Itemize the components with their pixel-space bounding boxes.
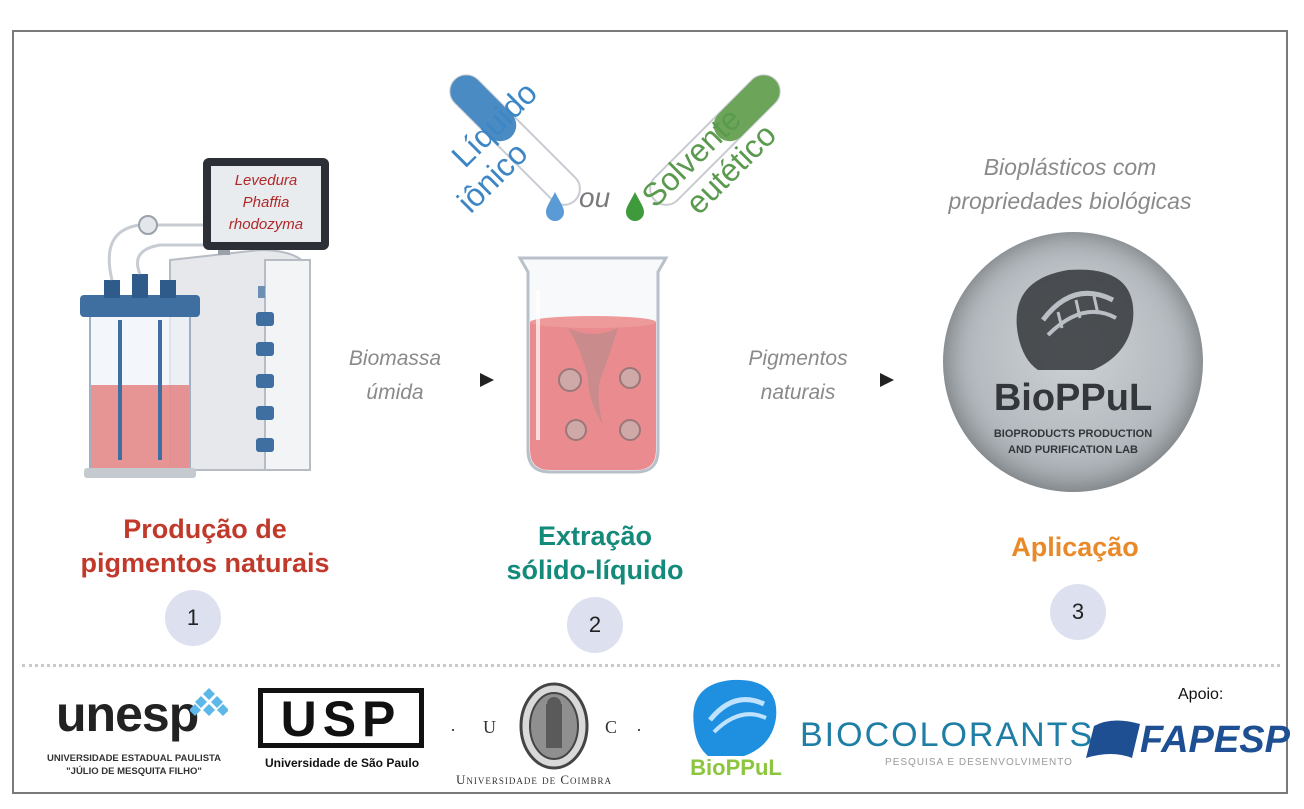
flow-label-line: naturais xyxy=(760,381,836,404)
stage-3-number-badge: 3 xyxy=(1050,584,1106,640)
fapesp-logo-name: FAPESP xyxy=(1140,719,1290,761)
bioppul-logo-name: BioPPuL xyxy=(690,755,782,780)
disc-logo-line: BIOPRODUCTS PRODUCTION xyxy=(993,428,1153,440)
biocolorants-logo-name: BIOCOLORANTS xyxy=(800,716,1095,754)
flow-arrow-2 xyxy=(694,373,894,387)
stage-3-title-line1: Aplicação xyxy=(1011,532,1139,562)
flow-label-line: Pigmentos xyxy=(748,347,848,370)
application-caption-line: propriedades biológicas xyxy=(948,188,1192,214)
biocolorants-logo-subtitle: PESQUISA E DESENVOLVIMENTO xyxy=(885,757,1073,768)
usp-logo-frame: USP xyxy=(258,688,424,748)
monitor-line: Phaffia xyxy=(242,194,290,211)
solvent-tubes xyxy=(449,74,781,221)
coimbra-dot-left: · xyxy=(450,720,456,740)
disc-logo-line: AND PURIFICATION LAB xyxy=(1008,444,1138,456)
application-caption: Bioplásticos com propriedades biológicas xyxy=(920,150,1220,218)
coimbra-dot-right: · xyxy=(636,720,642,740)
stage-2-title-line2: sólido-líquido xyxy=(506,555,684,585)
stage-2-title: Extração sólido-líquido xyxy=(450,519,740,587)
unesp-subtitle-line: "JÚLIO DE MESQUITA FILHO" xyxy=(66,766,202,777)
coimbra-letter-u: U xyxy=(483,717,496,737)
stage-2-title-line1: Extração xyxy=(537,521,653,551)
bioplastic-disc: BioPPuL BIOPRODUCTS PRODUCTION AND PURIF… xyxy=(943,232,1203,492)
ionic-droplet-icon xyxy=(546,192,564,221)
application-caption-line: Bioplásticos com xyxy=(983,154,1157,180)
coimbra-seal-icon xyxy=(519,682,589,770)
eutectic-droplet-icon xyxy=(626,192,644,221)
stage-1-title: Produção de pigmentos naturais xyxy=(50,512,360,580)
disc-logo-subtitle: BIOPRODUCTS PRODUCTION AND PURIFICATION … xyxy=(983,426,1163,458)
logo-divider xyxy=(22,664,1280,667)
unesp-logo-name: unesp xyxy=(56,686,199,742)
stage-3-title: Aplicação xyxy=(950,530,1200,564)
unesp-logo-subtitle: UNIVERSIDADE ESTADUAL PAULISTA "JÚLIO DE… xyxy=(34,752,234,778)
bioppul-logo-icon xyxy=(693,679,777,756)
stage-2-number-badge: 2 xyxy=(567,597,623,653)
flow-label-biomass: Biomassa úmida xyxy=(330,346,460,406)
bioppul-disc-logo-icon xyxy=(1016,269,1134,370)
coimbra-letter-c: C xyxy=(605,717,618,737)
unesp-subtitle-line: UNIVERSIDADE ESTADUAL PAULISTA xyxy=(46,753,221,764)
bioreactor-illustration xyxy=(80,215,311,478)
stage-1-title-line1: Produção de xyxy=(123,514,287,544)
monitor: Levedura Phaffia rhodozyma xyxy=(203,158,329,250)
stage-1-number-badge: 1 xyxy=(165,590,221,646)
monitor-line: rhodozyma xyxy=(228,216,304,233)
monitor-line: Levedura xyxy=(234,172,298,189)
stage-1-title-line2: pigmentos naturais xyxy=(80,548,330,578)
or-label: ou xyxy=(579,182,611,213)
usp-logo-name: USP xyxy=(280,691,402,747)
support-label: Apoio: xyxy=(1178,686,1224,703)
monitor-screen: Levedura Phaffia rhodozyma xyxy=(211,166,321,242)
coimbra-logo-subtitle: Universidade de Coimbra xyxy=(456,772,613,787)
flow-label-line: úmida xyxy=(366,381,424,404)
unesp-diamond-icon xyxy=(190,688,228,716)
flow-label-pigments: Pigmentos naturais xyxy=(728,346,868,406)
flow-arrow-1 xyxy=(294,373,494,387)
fapesp-emblem-icon xyxy=(1086,720,1140,758)
disc-logo-name: BioPPuL xyxy=(993,377,1153,419)
usp-logo-subtitle: Universidade de São Paulo xyxy=(264,756,420,770)
beaker-illustration xyxy=(517,256,669,474)
flow-label-line: Biomassa xyxy=(348,347,442,370)
